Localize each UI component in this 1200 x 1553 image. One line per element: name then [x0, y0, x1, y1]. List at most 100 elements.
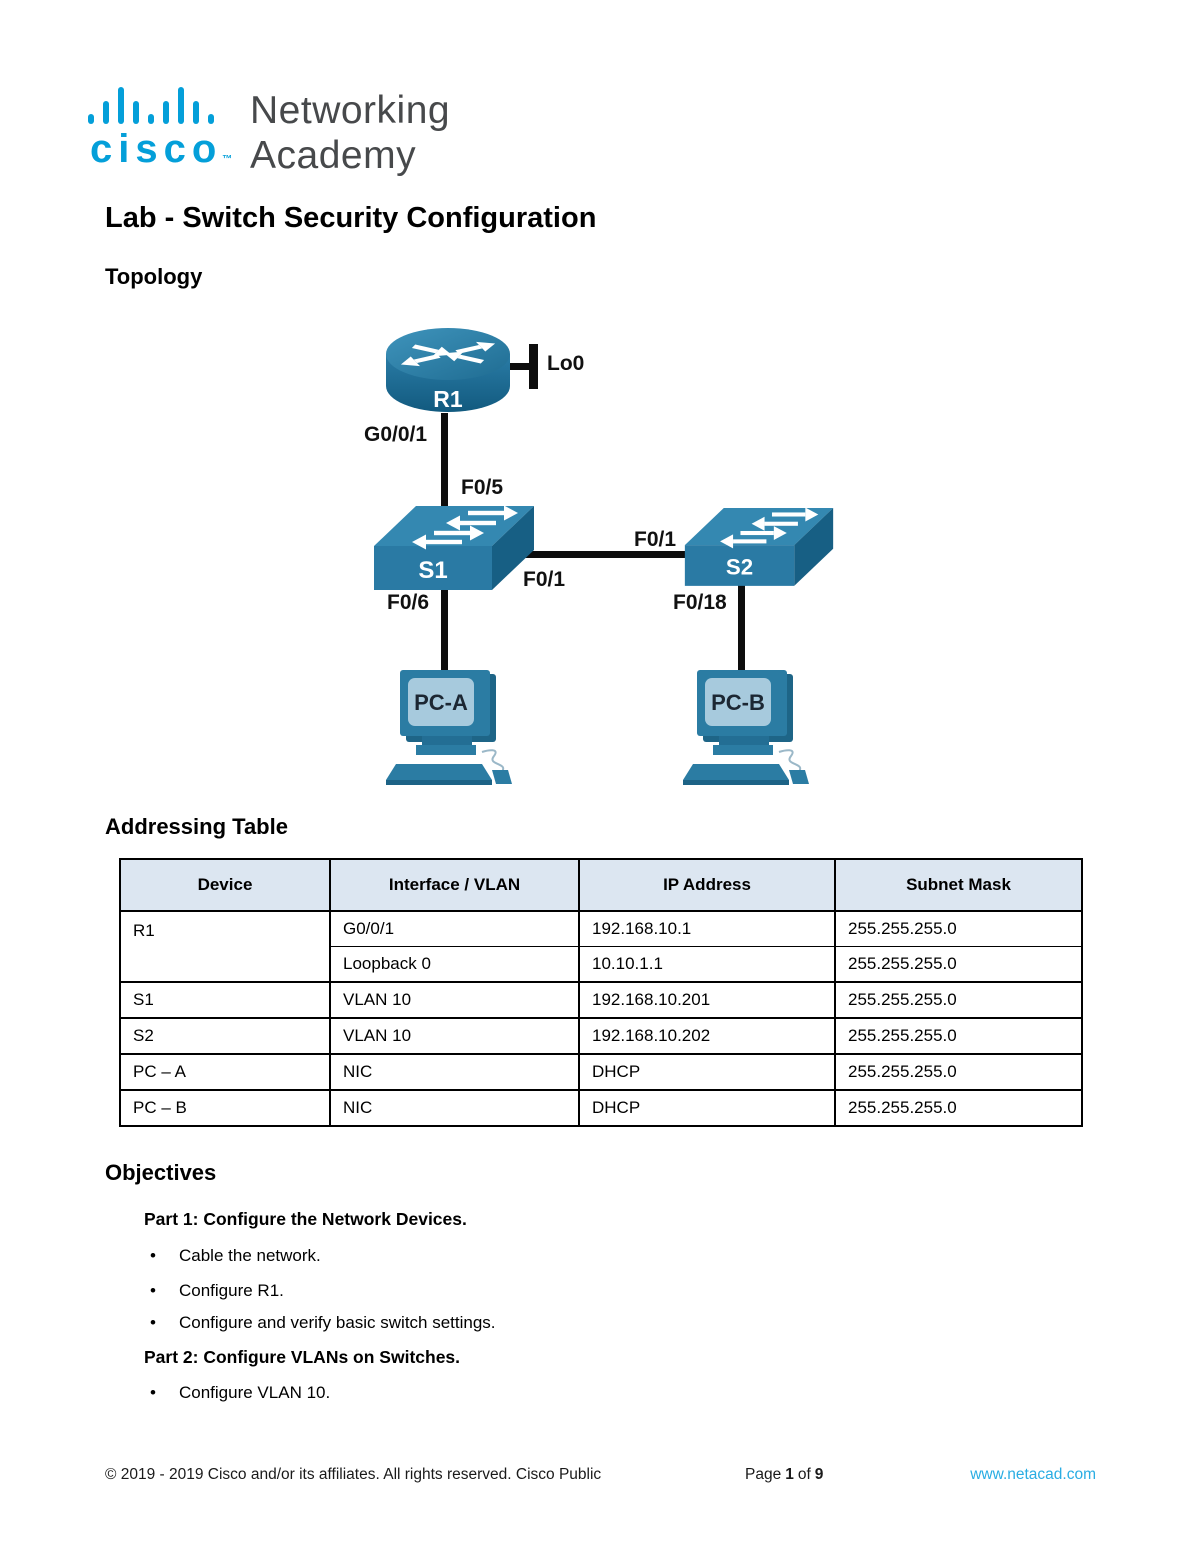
list-item-text: Configure and verify basic switch settin…: [179, 1313, 496, 1332]
list-item: • Configure and verify basic switch sett…: [150, 1313, 496, 1333]
table-header-row: Device Interface / VLAN IP Address Subne…: [119, 858, 1083, 912]
list-item-text: Cable the network.: [179, 1246, 321, 1265]
table-cell-ip: DHCP: [578, 1053, 836, 1091]
page-title: Lab - Switch Security Configuration: [105, 202, 597, 234]
logo-bar: [88, 114, 94, 124]
cisco-wordmark: cisco™: [90, 129, 232, 169]
port-label-f0-6: F0/6: [387, 591, 430, 614]
cable-lo0: [504, 363, 531, 370]
switch-label: S2: [726, 555, 753, 580]
port-label-f0-1-s1: F0/1: [523, 568, 566, 591]
col-header-ip: IP Address: [578, 858, 836, 912]
table-row: S2 VLAN 10 192.168.10.202 255.255.255.0: [119, 1017, 1083, 1055]
logo-line-academy: Academy: [250, 134, 417, 177]
list-item-text: Configure R1.: [179, 1281, 284, 1300]
table-cell-interface: G0/0/1: [329, 910, 580, 947]
pc-label: PC-A: [414, 690, 468, 715]
router-icon: R1: [386, 328, 510, 412]
switch-icon-s2: S2: [684, 507, 834, 586]
cisco-brand-text: cisco: [90, 127, 223, 171]
table-cell-device: PC – B: [119, 1089, 331, 1127]
table-cell-interface: Loopback 0: [329, 946, 580, 983]
port-label-lo0: Lo0: [547, 352, 585, 375]
table-row: R1 G0/0/1 192.168.10.1 255.255.255.0: [119, 910, 1083, 983]
table-cell-ip: DHCP: [578, 1089, 836, 1127]
cable-s1-pca: [441, 584, 448, 676]
table-cell-ip: 192.168.10.202: [578, 1017, 836, 1055]
footer-site-link[interactable]: www.netacad.com: [970, 1466, 1096, 1483]
list-item-text: Configure VLAN 10.: [179, 1383, 331, 1402]
table-cell-device: S2: [119, 1017, 331, 1055]
bullet-icon: •: [150, 1246, 156, 1265]
table-cell-device: S1: [119, 981, 331, 1019]
table-cell-interface: VLAN 10: [329, 981, 580, 1019]
port-label-g0-0-1: G0/0/1: [364, 423, 428, 446]
cisco-logo-bars-icon: [88, 86, 232, 124]
logo-bar: [133, 101, 139, 124]
switch-icon-s1: S1: [374, 505, 534, 590]
objectives-part1: Part 1: Configure the Network Devices.: [144, 1209, 467, 1229]
cable-r1-s1: [441, 413, 448, 513]
table-row: PC – B NIC DHCP 255.255.255.0: [119, 1089, 1083, 1127]
table-row: Loopback 0 10.10.1.1 255.255.255.0: [120, 946, 1083, 983]
bullet-icon: •: [150, 1313, 156, 1332]
networking-academy-text: Networking Academy: [250, 88, 450, 178]
footer-of-label: of: [797, 1466, 811, 1483]
table-cell-ip: 192.168.10.201: [578, 981, 836, 1019]
table-row: S1 VLAN 10 192.168.10.201 255.255.255.0: [119, 981, 1083, 1019]
list-item: • Configure R1.: [150, 1281, 284, 1301]
table-cell-mask: 255.255.255.0: [834, 981, 1083, 1019]
logo-bar: [193, 101, 199, 124]
list-item: • Cable the network.: [150, 1246, 321, 1266]
topology-heading: Topology: [105, 264, 203, 289]
cable-s1-s2: [516, 551, 690, 558]
cable-s2-pcb: [738, 580, 745, 676]
port-label-f0-1-s2: F0/1: [634, 528, 677, 551]
objectives-heading: Objectives: [105, 1160, 217, 1185]
footer-page-number: 1: [785, 1466, 794, 1483]
table-cell-ip: 10.10.1.1: [578, 946, 836, 983]
table-cell-mask: 255.255.255.0: [834, 946, 1083, 983]
table-cell-interface: NIC: [329, 1089, 580, 1127]
table-cell-device: PC – A: [119, 1053, 331, 1091]
col-header-device: Device: [119, 858, 331, 912]
logo-bar: [148, 114, 154, 124]
logo-bar: [118, 87, 124, 124]
table-cell-device: R1: [119, 910, 331, 983]
list-item: • Configure VLAN 10.: [150, 1383, 330, 1403]
logo-line-networking: Networking: [250, 89, 451, 132]
pc-icon-pcb: PC-B: [682, 669, 810, 786]
col-header-interface: Interface / VLAN: [329, 858, 580, 912]
footer-page-total: 9: [814, 1466, 824, 1483]
bullet-icon: •: [150, 1281, 156, 1300]
port-label-f0-18: F0/18: [673, 591, 727, 614]
router-label: R1: [433, 386, 463, 412]
pc-label: PC-B: [711, 690, 765, 715]
table-cell-mask: 255.255.255.0: [834, 1089, 1083, 1127]
objectives-part2: Part 2: Configure VLANs on Switches.: [144, 1347, 461, 1367]
port-label-f0-5: F0/5: [461, 476, 504, 499]
logo-bar: [178, 87, 184, 124]
table-cell-mask: 255.255.255.0: [834, 1017, 1083, 1055]
table-cell-interface: VLAN 10: [329, 1017, 580, 1055]
addressing-table-heading: Addressing Table: [105, 814, 288, 839]
cisco-logo: cisco™: [88, 86, 232, 169]
table-cell-interface: NIC: [329, 1053, 580, 1091]
table-cell-ip: 192.168.10.1: [578, 910, 836, 947]
col-header-mask: Subnet Mask: [834, 858, 1083, 912]
logo-bar: [103, 101, 109, 124]
logo-bar: [163, 101, 169, 124]
switch-label: S1: [418, 557, 447, 584]
table-row: PC – A NIC DHCP 255.255.255.0: [119, 1053, 1083, 1091]
trademark-symbol: ™: [222, 154, 233, 165]
pc-icon-pca: PC-A: [385, 669, 513, 786]
logo-bar: [208, 114, 214, 124]
bullet-icon: •: [150, 1383, 156, 1402]
table-cell-mask: 255.255.255.0: [834, 1053, 1083, 1091]
footer-page-label: Page: [745, 1466, 782, 1483]
table-cell-mask: 255.255.255.0: [834, 910, 1083, 947]
lo0-endpoint-bar: [529, 344, 538, 389]
footer-copyright: © 2019 - 2019 Cisco and/or its affiliate…: [105, 1466, 602, 1483]
